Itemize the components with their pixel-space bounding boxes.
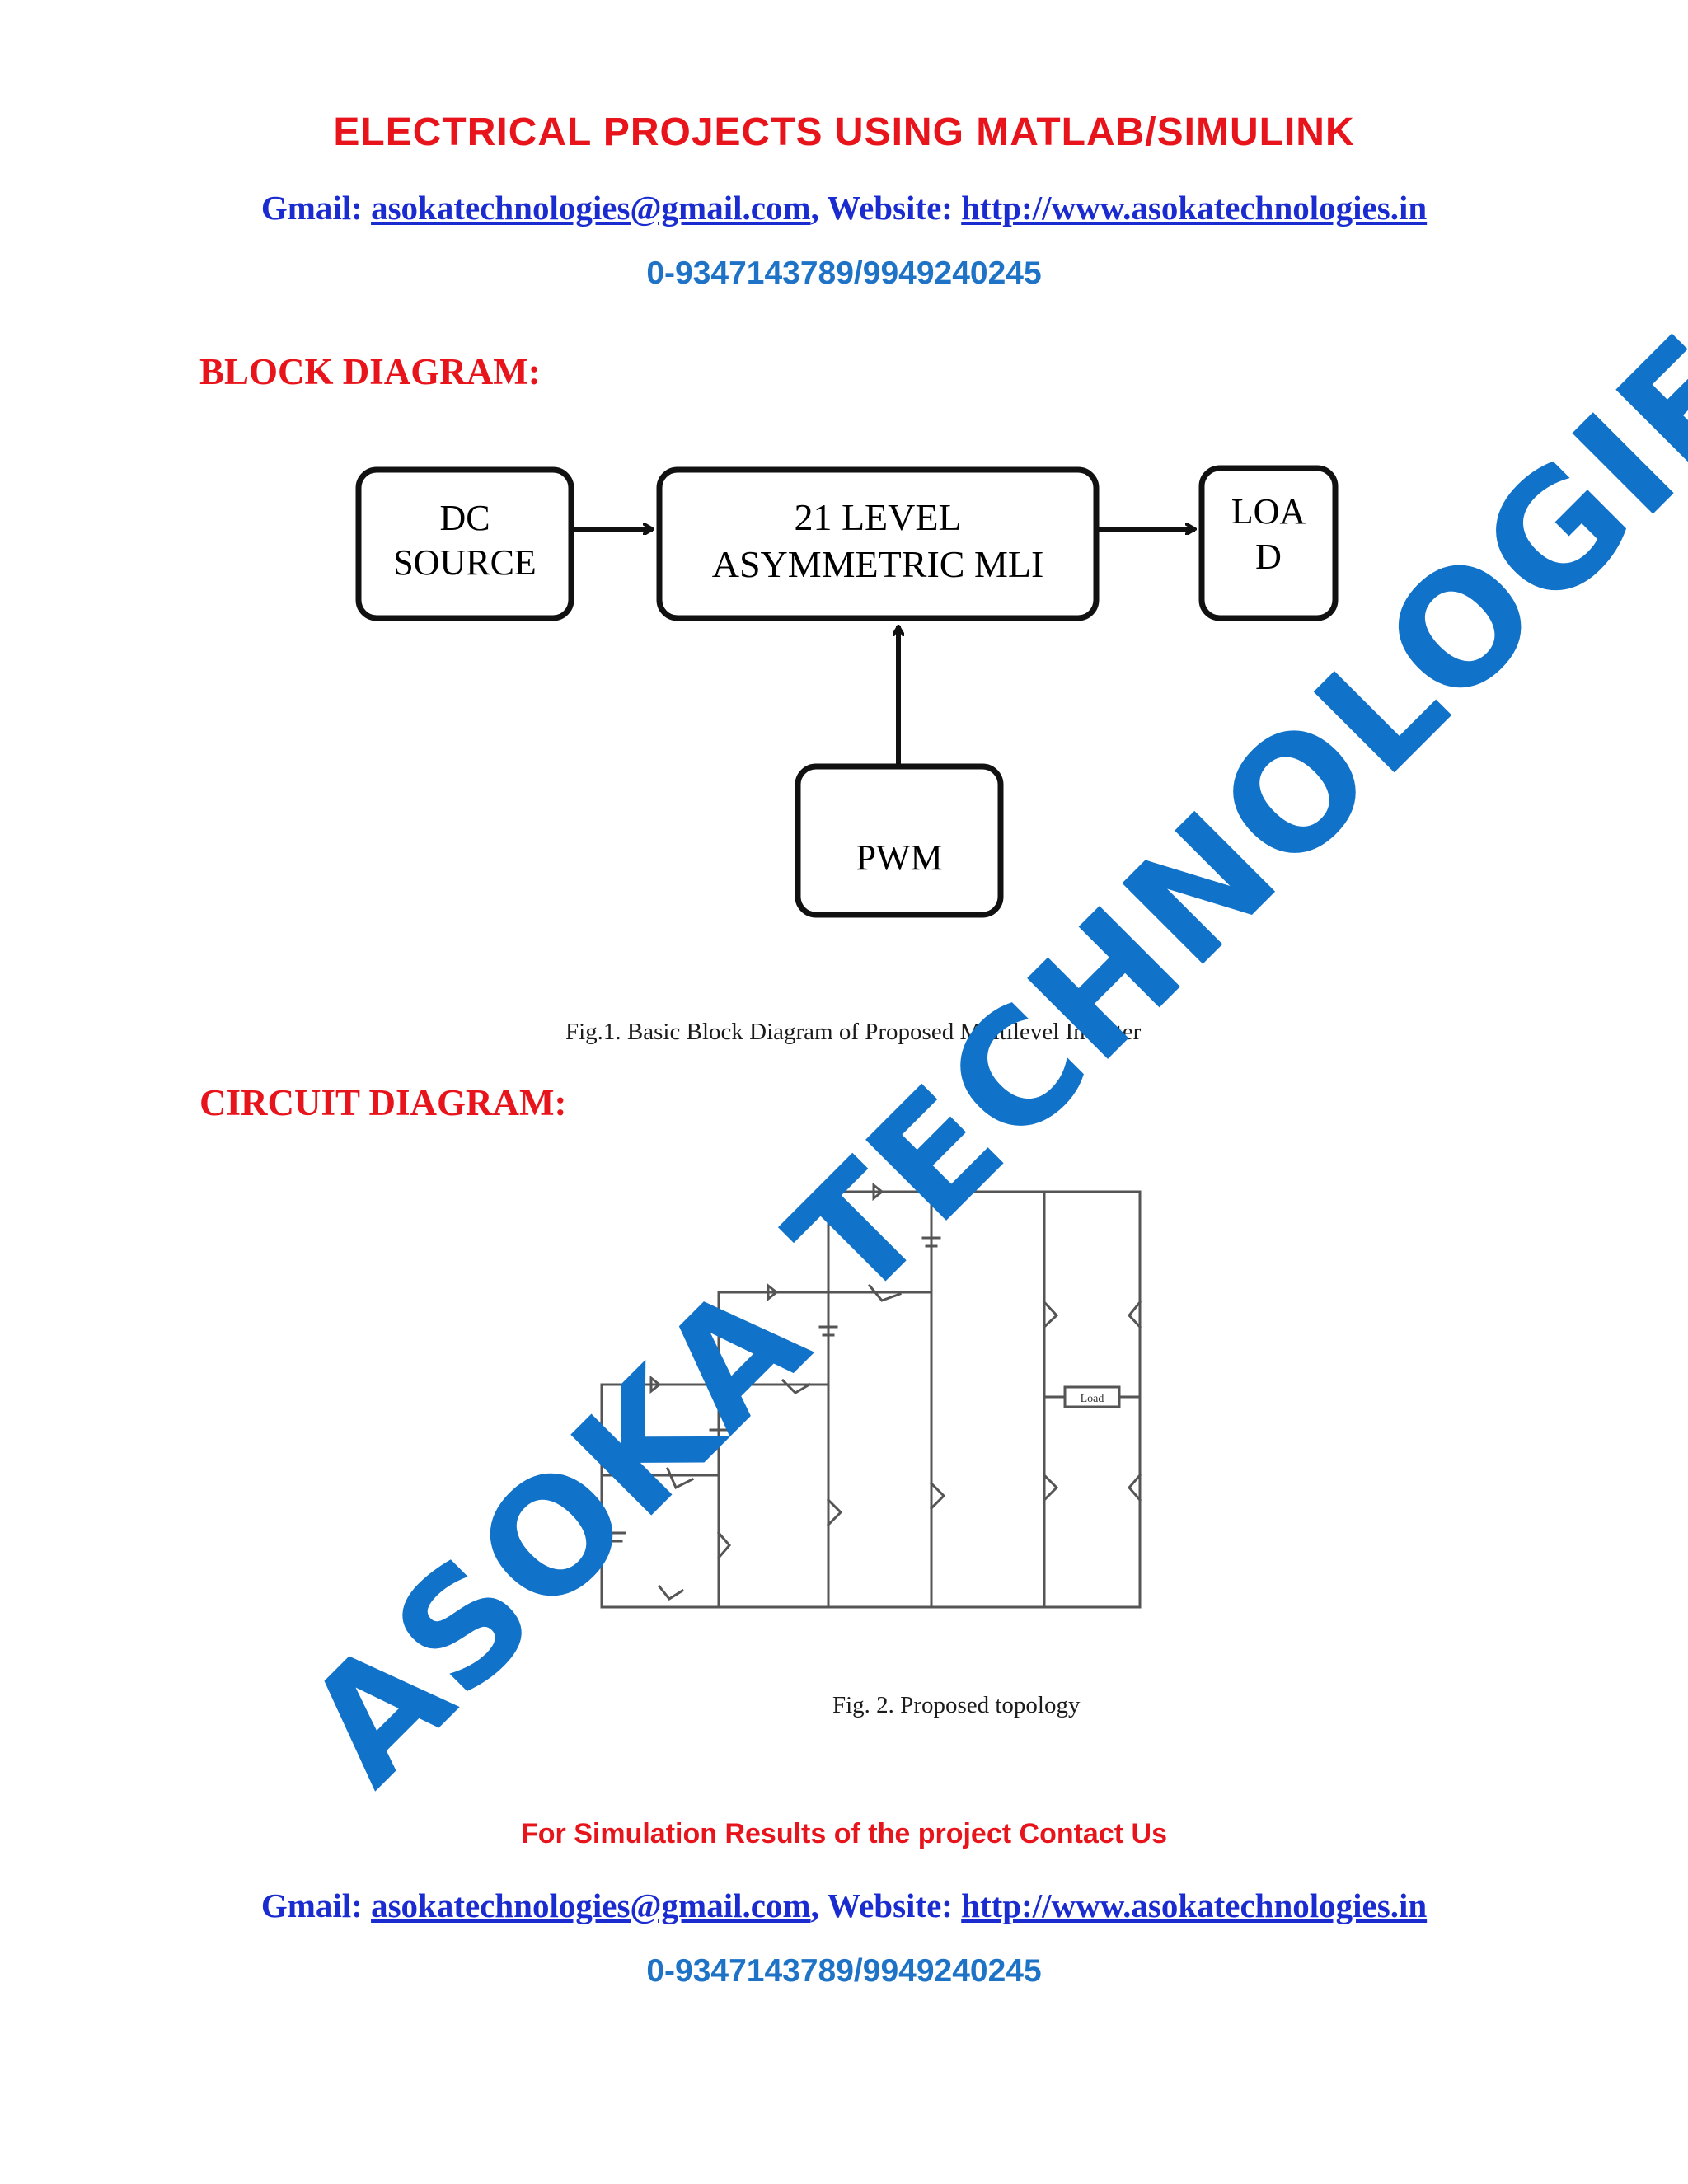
circuit-diagram-heading: CIRCUIT DIAGRAM: [199, 1082, 567, 1123]
gmail-label: Gmail: [260, 189, 372, 227]
pwm-label: PWM [856, 837, 942, 878]
figure-2-caption: Fig. 2. Proposed topology [832, 1692, 1081, 1718]
mli-block: 21 LEVEL ASYMMETRIC MLI [656, 466, 1100, 621]
footer-separator: , [810, 1886, 828, 1924]
load-resistor [1063, 1385, 1121, 1408]
load-resistor-label: Load [1081, 1393, 1104, 1405]
mli-line-1: 21 LEVEL [794, 496, 961, 538]
load-line-2: D [1255, 537, 1282, 577]
pwm-block: PWM [795, 763, 1004, 918]
website-label: Website: [827, 189, 962, 227]
header-phone: 0-9347143789/9949240245 [646, 255, 1042, 291]
dc-source-line-1: DC [439, 498, 490, 538]
website-link[interactable]: http://www.asokatechnologies.in [961, 189, 1428, 227]
block-diagram: DC SOURCE 21 LEVEL ASYMMETRIC MLI LOA D … [355, 465, 1339, 918]
footer-website-link[interactable]: http://www.asokatechnologies.in [961, 1886, 1428, 1924]
dc-source-block: DC SOURCE [355, 466, 574, 621]
header-contact-line: Gmail: asokatechnologies@gmail.com, Webs… [0, 188, 1688, 227]
footer-website-label: Website: [827, 1886, 962, 1924]
contact-us-note: For Simulation Results of the project Co… [521, 1818, 1167, 1849]
separator: , [810, 189, 828, 227]
figure-1-caption: Fig.1. Basic Block Diagram of Proposed M… [565, 1019, 1142, 1045]
page-title: ELECTRICAL PROJECTS USING MATLAB/SIMULIN… [333, 110, 1355, 154]
footer-gmail-label: Gmail: [260, 1886, 372, 1924]
footer-email-link[interactable]: asokatechnologies@gmail.com [371, 1886, 811, 1924]
email-link[interactable]: asokatechnologies@gmail.com [371, 189, 811, 227]
load-line-1: LOA [1231, 491, 1306, 532]
load-block: LOA D [1198, 465, 1339, 621]
block-diagram-heading: BLOCK DIAGRAM: [199, 351, 541, 392]
mli-line-2: ASYMMETRIC MLI [712, 543, 1044, 585]
circuit-diagram: Load [600, 1182, 1142, 1609]
footer-phone: 0-9347143789/9949240245 [646, 1953, 1042, 1989]
footer-contact-line: Gmail: asokatechnologies@gmail.com, Webs… [0, 1886, 1688, 1925]
dc-source-line-2: SOURCE [393, 542, 537, 583]
